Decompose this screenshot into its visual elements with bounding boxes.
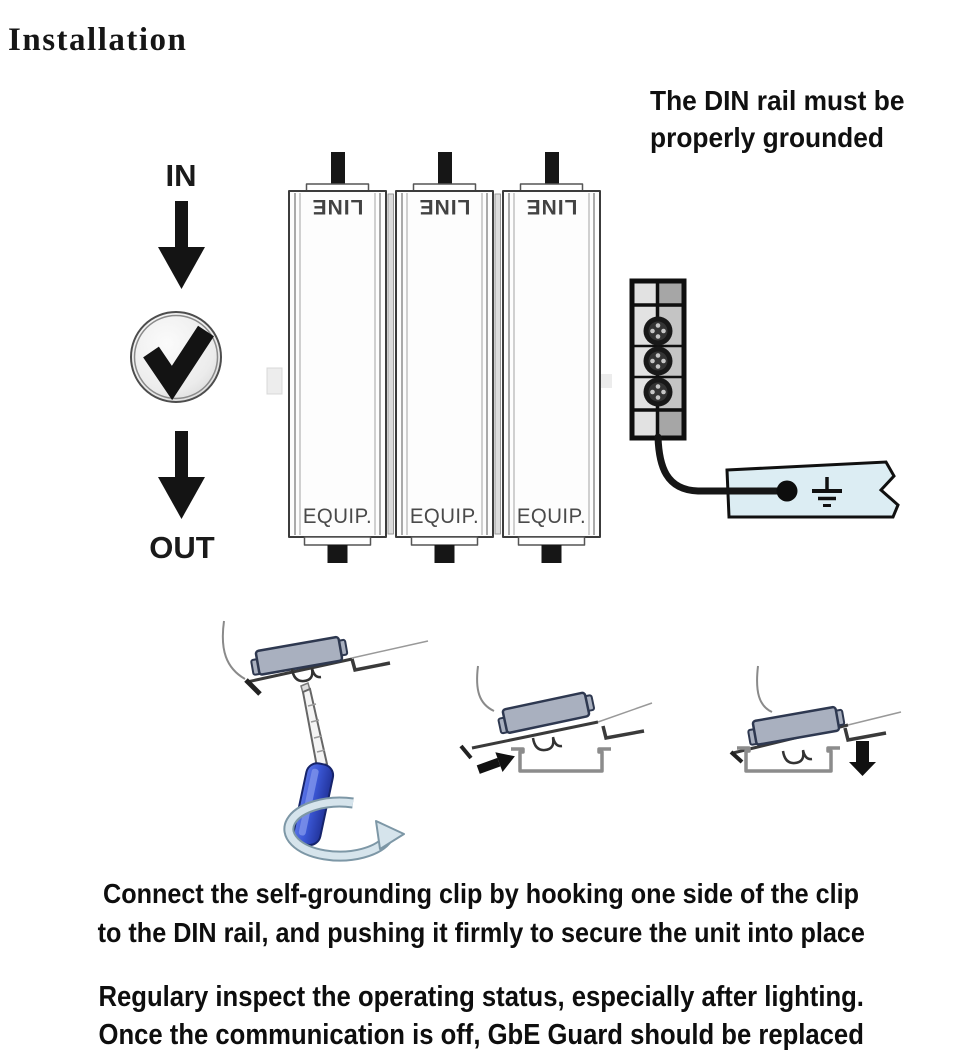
- inspect-instruction-line1: Regulary inspect the operating status, e…: [98, 981, 864, 1013]
- grounding-note: The DIN rail must be properly grounded: [650, 82, 904, 156]
- hook-direction-arrow-icon: [476, 752, 515, 774]
- push-down-arrow-icon: [849, 741, 876, 776]
- grounded-din-rail: [725, 460, 900, 519]
- module2-equip-label: EQUIP.: [409, 505, 480, 528]
- out-arrow-icon: [158, 431, 205, 519]
- clip-step-1: [221, 620, 429, 862]
- terminal-screw: [643, 377, 673, 407]
- grounding-clip: [250, 635, 349, 676]
- page-title: Installation: [8, 22, 188, 59]
- din-rail-tab-left: [266, 367, 283, 395]
- module2-line-label: LINE: [418, 195, 471, 218]
- module1-equip-label: EQUIP.: [302, 505, 373, 528]
- earth-ground-symbol-icon: [812, 477, 842, 507]
- module3-equip-label: EQUIP.: [516, 505, 587, 528]
- inspect-instruction: Regulary inspect the operating status, e…: [0, 978, 962, 1054]
- in-arrow-icon: [158, 201, 205, 289]
- din-rail-channel: [737, 746, 840, 773]
- connect-instruction-line2: to the DIN rail, and pushing it firmly t…: [97, 917, 865, 948]
- terminal-screw: [643, 346, 673, 376]
- din-rail-channel: [511, 747, 611, 773]
- flow-in-label: IN: [165, 158, 197, 193]
- module1-line-label: LINE: [311, 195, 364, 218]
- grounding-note-line2: properly grounded: [650, 122, 884, 153]
- module-2: [395, 152, 494, 563]
- screwdriver: [292, 681, 335, 847]
- din-rail-tab-right: [600, 374, 612, 388]
- clip-step-2: [459, 665, 653, 774]
- ground-terminal-block: [629, 278, 687, 441]
- ground-wire: [654, 433, 782, 495]
- flow-out-label: OUT: [149, 530, 215, 565]
- grounding-note-line1: The DIN rail must be: [650, 85, 905, 116]
- clip-step-3: [729, 665, 902, 776]
- grounding-clip: [747, 705, 846, 746]
- grounding-clip: [497, 691, 596, 735]
- check-circle-icon: [130, 311, 222, 403]
- connect-instruction-line1: Connect the self-grounding clip by hooki…: [102, 878, 859, 909]
- module-1: [288, 152, 387, 563]
- terminal-screw: [643, 316, 673, 346]
- module-3: [502, 152, 601, 563]
- surge-modules: [288, 152, 601, 563]
- inspect-instruction-line2: Once the communication is off, GbE Guard…: [98, 1019, 864, 1051]
- ground-wire-terminal-dot: [776, 480, 798, 502]
- connect-instruction: Connect the self-grounding clip by hooki…: [0, 874, 962, 952]
- module3-line-label: LINE: [525, 195, 578, 218]
- rotation-arrow-icon: [283, 796, 405, 862]
